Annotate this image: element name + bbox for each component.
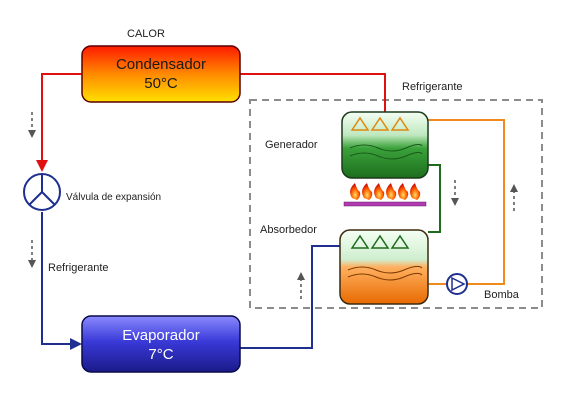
pump-return-line [428,119,505,285]
condenser-to-generator-line [240,73,386,112]
evaporator-to-absorber-line [240,245,340,349]
generator-label: Generador [265,139,318,151]
flow-arrow-down-left-top [28,112,36,138]
evaporator: Evaporador 7°C [81,315,241,373]
condenser-temp: 50°C [144,75,178,92]
flow-arrow-up-left [297,272,305,300]
flow-arrow-down-left-bottom [28,240,36,268]
generator-spray-icon [350,116,410,131]
absorber-spray-icon [350,234,410,249]
pump-label: Bomba [484,289,520,301]
evaporator-name: Evaporador [122,327,200,344]
flow-arrow-down-mid [451,180,459,206]
flow-arrow-up-right [510,184,518,212]
absorber [339,229,429,305]
cold-line-arrow [70,338,82,350]
weak-solution-line [428,164,441,233]
absorber-label: Absorbedor [260,224,317,236]
generator [341,111,429,179]
generator-absorber-enclosure [249,99,543,309]
hot-refrigerant-line [41,73,82,170]
valve-label: Válvula de expansión [66,192,161,203]
condenser-name: Condensador [116,56,206,73]
condenser: Condensador 50°C [81,45,241,103]
refrigerant-left-label: Refrigerante [48,262,109,274]
refrigerant-top-label: Refrigerante [402,81,463,93]
hot-line-arrow [36,160,48,172]
heat-label: CALOR [127,28,165,40]
burner-flame-icon [343,183,427,207]
evaporator-temp: 7°C [148,346,173,363]
expansion-valve-icon [23,173,61,211]
pump-icon [446,273,468,295]
cold-refrigerant-line [41,212,80,345]
